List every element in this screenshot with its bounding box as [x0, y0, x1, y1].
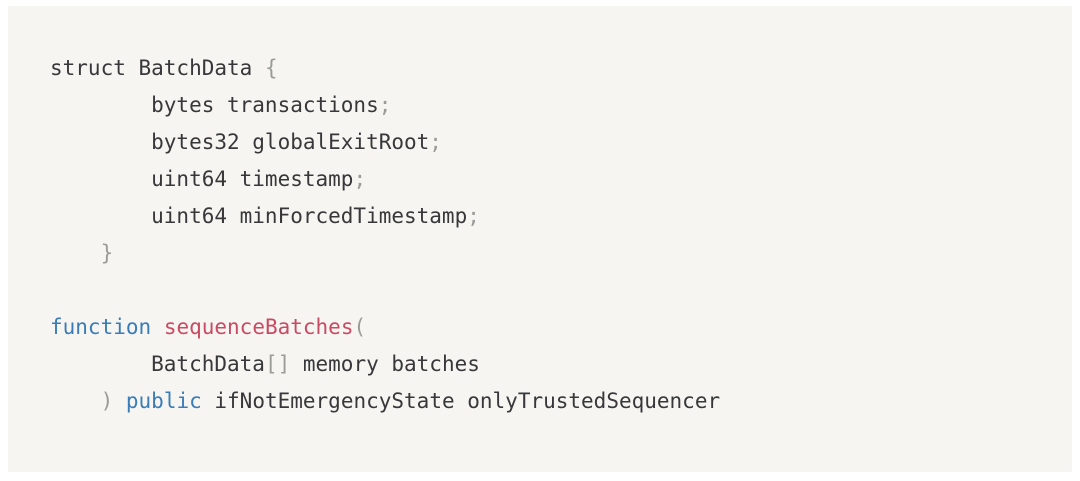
code-token-plain: struct BatchData — [50, 56, 265, 80]
code-token-keyword: function — [50, 315, 152, 339]
code-token-plain: memory batches — [290, 352, 480, 376]
code-line: BatchData[] memory batches — [50, 346, 1072, 383]
code-line: ) public ifNotEmergencyState onlyTrusted… — [50, 383, 1072, 420]
code-line: bytes transactions; — [50, 87, 1072, 124]
code-token-plain: bytes32 globalExitRoot — [50, 130, 430, 154]
code-token-punct: ( — [353, 315, 367, 339]
code-token-function: sequenceBatches — [163, 315, 354, 339]
code-token-punct: ; — [378, 93, 392, 117]
code-line — [50, 272, 1072, 309]
code-token-plain — [151, 315, 164, 339]
code-token-punct: ) — [100, 389, 114, 413]
code-line: uint64 timestamp; — [50, 161, 1072, 198]
code-token-plain: uint64 minForcedTimestamp — [50, 204, 468, 228]
code-token-plain — [50, 241, 101, 265]
code-token-plain: BatchData — [50, 352, 265, 376]
code-token-punct: [] — [264, 352, 291, 376]
code-line: uint64 minForcedTimestamp; — [50, 198, 1072, 235]
code-token-punct: { — [264, 56, 278, 80]
code-token-plain: ifNotEmergencyState onlyTrustedSequencer — [201, 389, 721, 413]
code-token-punct: ; — [429, 130, 442, 154]
code-token-plain — [113, 389, 126, 413]
code-token-plain — [50, 389, 101, 413]
code-lines-container[interactable]: struct BatchData { bytes transactions; b… — [50, 50, 1072, 420]
code-line: bytes32 globalExitRoot; — [50, 124, 1072, 161]
code-line: } — [50, 235, 1072, 272]
code-token-plain: uint64 timestamp — [50, 167, 354, 191]
code-token-keyword: public — [125, 389, 202, 413]
code-line: struct BatchData { — [50, 50, 1072, 87]
code-token-punct: } — [100, 241, 114, 265]
code-block[interactable]: struct BatchData { bytes transactions; b… — [8, 6, 1072, 472]
code-token-punct: ; — [467, 204, 480, 228]
code-line: function sequenceBatches( — [50, 309, 1072, 346]
code-token-plain: bytes transactions — [50, 93, 379, 117]
code-token-punct: ; — [353, 167, 367, 191]
